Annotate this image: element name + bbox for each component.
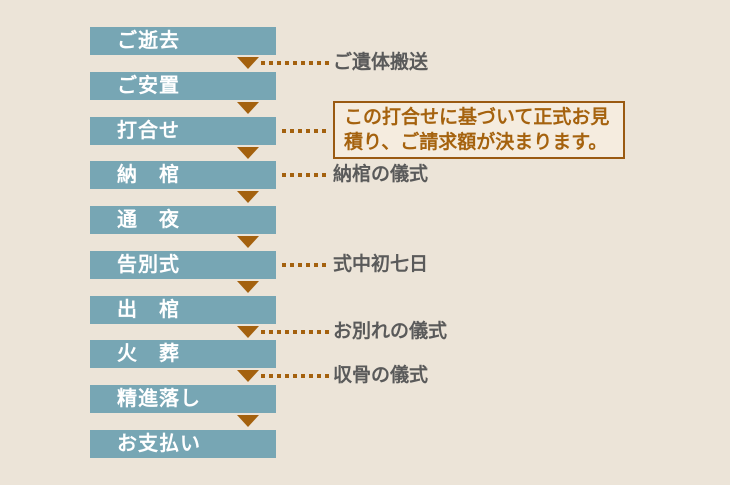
estimate-note-box: この打合せに基づいて正式お見 積り、ご請求額が決まります。	[333, 101, 625, 159]
step-box-farewell-ceremony: 告別式	[90, 251, 276, 279]
down-arrow-icon	[237, 236, 259, 248]
step-box-repose: ご安置	[90, 72, 276, 100]
dotted-connector	[261, 374, 329, 378]
dotted-connector	[261, 61, 329, 65]
dotted-connector	[261, 330, 329, 334]
annotation-body-transport: ご遺体搬送	[333, 52, 429, 73]
dotted-connector	[282, 263, 330, 267]
step-box-payment: お支払い	[90, 430, 276, 458]
annotation-farewell-rite: お別れの儀式	[333, 321, 448, 342]
down-arrow-icon	[237, 57, 259, 69]
down-arrow-icon	[237, 326, 259, 338]
down-arrow-icon	[237, 147, 259, 159]
estimate-note-line-1: この打合せに基づいて正式お見	[344, 107, 610, 128]
step-box-cremation: 火 葬	[90, 340, 276, 368]
annotation-encoffining-rite: 納棺の儀式	[333, 164, 429, 185]
step-box-arrangement: 打合せ	[90, 117, 276, 145]
down-arrow-icon	[237, 281, 259, 293]
step-box-coffin-departure: 出 棺	[90, 296, 276, 324]
estimate-note-line-2: 積り、ご請求額が決まります。	[344, 132, 608, 153]
dotted-connector	[282, 129, 330, 133]
step-box-wake: 通 夜	[90, 206, 276, 234]
down-arrow-icon	[237, 102, 259, 114]
step-box-post-funeral-meal: 精進落し	[90, 385, 276, 413]
down-arrow-icon	[237, 415, 259, 427]
step-box-passing: ご逝去	[90, 27, 276, 55]
annotation-bone-collecting: 収骨の儀式	[333, 365, 429, 386]
step-box-encoffining: 納 棺	[90, 161, 276, 189]
dotted-connector	[282, 173, 330, 177]
down-arrow-icon	[237, 191, 259, 203]
annotation-first-seven-days: 式中初七日	[333, 254, 429, 275]
down-arrow-icon	[237, 370, 259, 382]
